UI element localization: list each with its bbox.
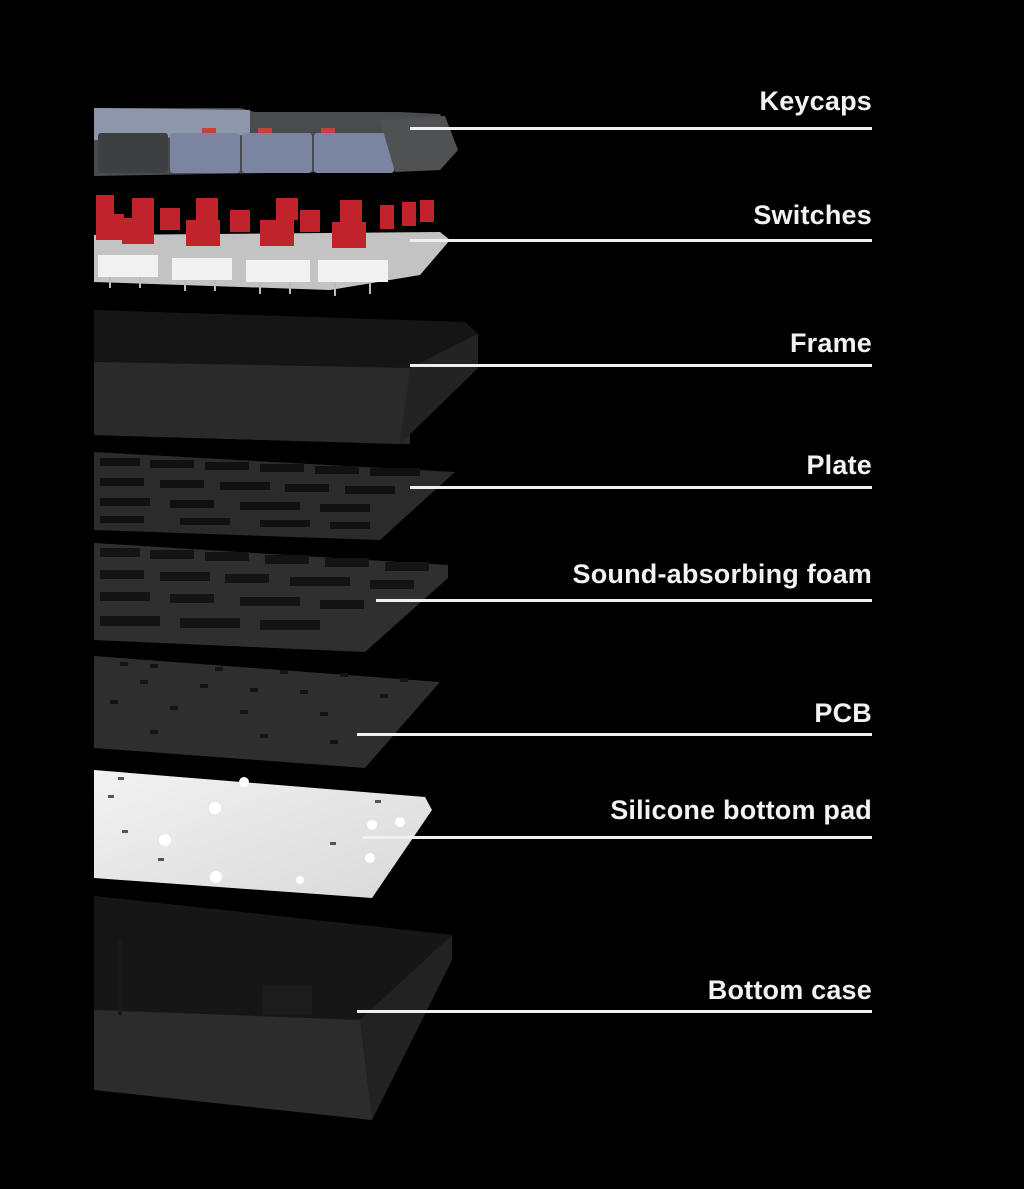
label-foam: Sound-absorbing foam bbox=[572, 559, 872, 589]
silicone-pad-part bbox=[94, 770, 432, 898]
label-plate: Plate bbox=[806, 450, 872, 480]
keycaps-part bbox=[94, 108, 458, 176]
leader-line-frame bbox=[410, 364, 872, 367]
leader-line-pcb bbox=[357, 733, 872, 736]
frame-part bbox=[94, 310, 478, 444]
leader-line-foam bbox=[376, 599, 872, 602]
leader-line-keycaps bbox=[410, 127, 872, 130]
label-silicone-pad: Silicone bottom pad bbox=[610, 795, 872, 825]
leader-line-plate bbox=[410, 486, 872, 489]
label-switches: Switches bbox=[753, 200, 872, 230]
switches-part bbox=[94, 195, 450, 296]
label-pcb: PCB bbox=[814, 698, 872, 728]
label-bottom-case: Bottom case bbox=[707, 975, 872, 1005]
label-keycaps: Keycaps bbox=[759, 86, 872, 116]
leader-line-switches bbox=[410, 239, 872, 242]
pcb-part bbox=[94, 656, 440, 768]
leader-line-bottom-case bbox=[357, 1010, 872, 1013]
plate-part bbox=[94, 452, 455, 540]
foam-part bbox=[94, 543, 448, 652]
label-frame: Frame bbox=[789, 328, 872, 358]
bottom-case-part bbox=[94, 896, 452, 1120]
leader-line-silicone-pad bbox=[363, 836, 872, 839]
